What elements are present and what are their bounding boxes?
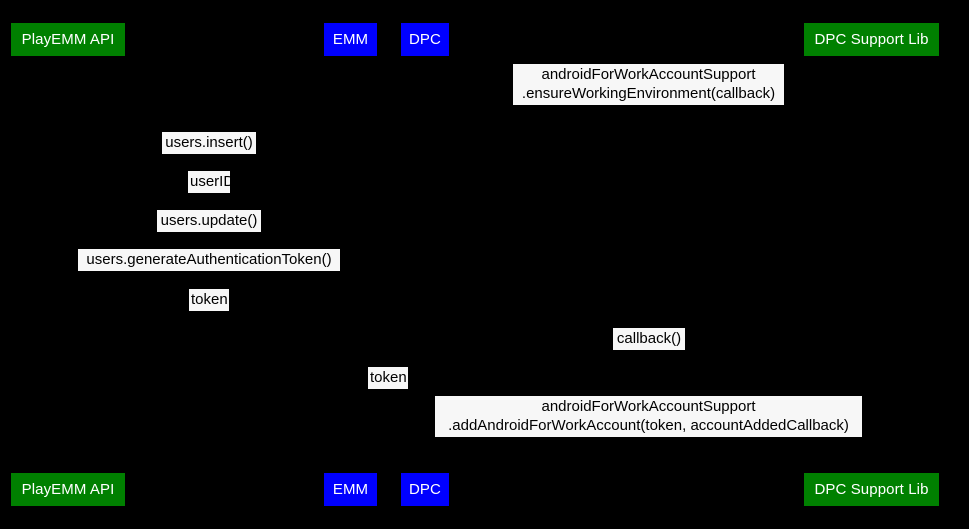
participant-dpc-support-lib-bottom[interactable]: DPC Support Lib (804, 473, 939, 506)
message-line: .ensureWorkingEnvironment(callback) (521, 85, 776, 102)
participant-label: DPC (409, 481, 441, 498)
message-label-users-insert: users.insert() (162, 132, 256, 154)
message-line: androidForWorkAccountSupport (541, 398, 756, 415)
message-label-ensure-working-environment: androidForWorkAccountSupport .ensureWorki… (513, 64, 784, 105)
message-label-users-generate-authentication-token: users.generateAuthenticationToken() (78, 249, 340, 271)
message-line: userID (190, 173, 235, 190)
message-label-add-android-for-work-account: androidForWorkAccountSupport .addAndroidF… (435, 396, 862, 437)
participant-label: EMM (332, 31, 369, 48)
participant-playemm-api-top[interactable]: PlayEMM API (11, 23, 125, 56)
message-label-users-update: users.update() (157, 210, 261, 232)
participant-label: DPC Support Lib (814, 481, 929, 498)
message-line: .addAndroidForWorkAccount(token, account… (448, 417, 849, 434)
message-line: users.insert() (165, 134, 253, 151)
participant-emm-top[interactable]: EMM (324, 23, 377, 56)
participant-emm-bottom[interactable]: EMM (324, 473, 377, 506)
message-label-token-1: token (189, 289, 229, 311)
message-label-user-id: userID (188, 171, 235, 193)
message-line: users.update() (160, 212, 258, 229)
message-line: androidForWorkAccountSupport (541, 66, 756, 83)
participant-label: EMM (332, 481, 369, 498)
participant-dpc-support-lib-top[interactable]: DPC Support Lib (804, 23, 939, 56)
message-line: users.generateAuthenticationToken() (86, 251, 332, 268)
message-line: callback() (616, 330, 682, 347)
participant-label: DPC Support Lib (814, 31, 929, 48)
message-label-callback: callback() (613, 328, 685, 350)
message-line: token (191, 291, 228, 308)
participant-playemm-api-bottom[interactable]: PlayEMM API (11, 473, 125, 506)
participant-label: PlayEMM API (21, 31, 115, 48)
participant-dpc-bottom[interactable]: DPC (401, 473, 449, 506)
participant-label: PlayEMM API (21, 481, 115, 498)
message-line: token (370, 369, 407, 386)
participant-label: DPC (409, 31, 441, 48)
message-label-token-2: token (368, 367, 408, 389)
participant-dpc-top[interactable]: DPC (401, 23, 449, 56)
